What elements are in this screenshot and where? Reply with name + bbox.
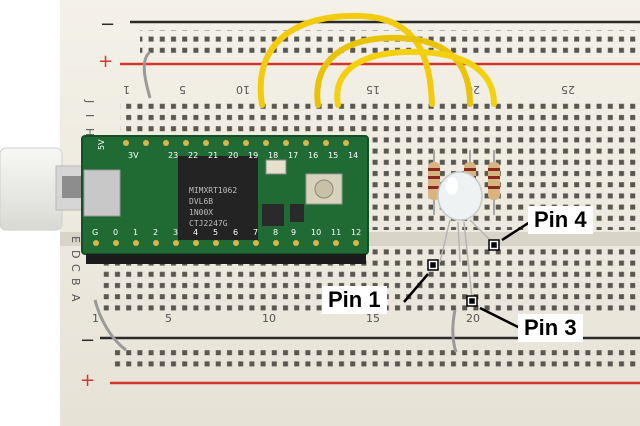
pin-markers — [427, 239, 500, 307]
rail-plus-top: + — [98, 51, 113, 72]
pin-label-bottom: 11 — [331, 228, 341, 237]
pin1-label: Pin 1 — [322, 286, 387, 314]
col-num-top: 5 — [179, 83, 186, 96]
pin-label-bottom: 1 — [133, 228, 138, 237]
pin-label-top: 16 — [308, 151, 318, 160]
row-letter: E — [69, 236, 82, 243]
pin-label-bottom: 8 — [273, 228, 278, 237]
rail-holes-bottom — [110, 345, 640, 371]
pin-label-top: 19 — [248, 151, 258, 160]
row-letter: I — [83, 114, 96, 117]
pin-label-bottom: 2 — [153, 228, 158, 237]
yellow-wires — [257, 12, 497, 108]
row-letter: D — [69, 250, 82, 258]
col-num-bottom: 1 — [92, 312, 99, 325]
pin3-label: Pin 3 — [518, 314, 583, 342]
pin-label-top: 3V — [128, 151, 139, 160]
pin-label-bottom: 4 — [193, 228, 198, 237]
pin3-leader — [479, 306, 521, 330]
pin-label-bottom: 0 — [113, 228, 118, 237]
row-letter: J — [83, 99, 96, 103]
chip-text-2: DVL6B — [189, 197, 213, 206]
row-letter: A — [69, 294, 82, 302]
pin-label-top: 21 — [208, 151, 218, 160]
main-chip — [178, 156, 258, 240]
crystal — [265, 159, 287, 175]
yellow-wire-1 — [257, 12, 435, 108]
rail-jumper-bottom-right — [451, 309, 458, 353]
row-letter: H — [83, 128, 96, 136]
program-button — [314, 179, 334, 199]
rail-jumper-top — [142, 50, 152, 99]
col-num-top: 1 — [123, 83, 130, 96]
rail-minus-top: − — [100, 14, 115, 35]
col-num-top: 15 — [366, 83, 380, 96]
rail-minus-bottom: − — [80, 330, 95, 351]
yellow-wire-3 — [334, 48, 497, 108]
col-num-bottom: 20 — [466, 312, 480, 325]
col-num-bottom: 15 — [366, 312, 380, 325]
pin-label-top: 22 — [188, 151, 198, 160]
pin-label-5v: 5V — [97, 139, 106, 150]
resistor-1 — [428, 162, 440, 200]
pin1-leader — [403, 273, 429, 303]
pin-label-bottom: 6 — [233, 228, 238, 237]
pin-label-top: 14 — [348, 151, 358, 160]
chip-text-1: MIMXRT1062 — [189, 186, 237, 195]
rail-jumper-bottom-left — [93, 299, 127, 352]
col-num-top: 10 — [236, 83, 250, 96]
usb-plug-body — [0, 147, 63, 231]
pin-label-bottom: 10 — [311, 228, 321, 237]
resistor-3 — [488, 162, 500, 200]
pin-label-top: 20 — [228, 151, 238, 160]
pin-label-bottom: G — [92, 228, 98, 237]
pin-label-top: 15 — [328, 151, 338, 160]
small-chip-2 — [290, 204, 304, 222]
chip-text-4: CTJ2247G — [189, 219, 228, 228]
pin-label-bottom: 12 — [351, 228, 361, 237]
col-num-top: 25 — [561, 83, 575, 96]
callout-leaders — [403, 220, 531, 330]
rail-plus-bottom: + — [80, 370, 95, 391]
pin-label-top: 23 — [168, 151, 178, 160]
led-dome — [437, 171, 483, 221]
pin4-leader — [501, 220, 531, 242]
pin-label-top: 18 — [268, 151, 278, 160]
chip-text-3: 1N00X — [189, 208, 213, 217]
usb-connector-metal — [62, 176, 86, 198]
col-num-bottom: 5 — [165, 312, 172, 325]
col-num-bottom: 10 — [262, 312, 276, 325]
row-letter: C — [69, 264, 82, 272]
pin-label-bottom: 5 — [213, 228, 218, 237]
micro-usb-port — [83, 169, 121, 217]
pin-label-bottom: 7 — [253, 228, 258, 237]
small-chip — [262, 204, 284, 226]
yellow-wire-2 — [314, 34, 473, 108]
pin-label-bottom: 3 — [173, 228, 178, 237]
pin4-label: Pin 4 — [528, 206, 593, 234]
pin-label-bottom: 9 — [291, 228, 296, 237]
row-letter: B — [69, 278, 82, 286]
pin-header — [86, 254, 366, 264]
microcontroller-board: MIMXRT1062 DVL6B 1N00X CTJ2247G 3V 23 22 — [81, 135, 369, 264]
pin-label-top: 17 — [288, 151, 298, 160]
